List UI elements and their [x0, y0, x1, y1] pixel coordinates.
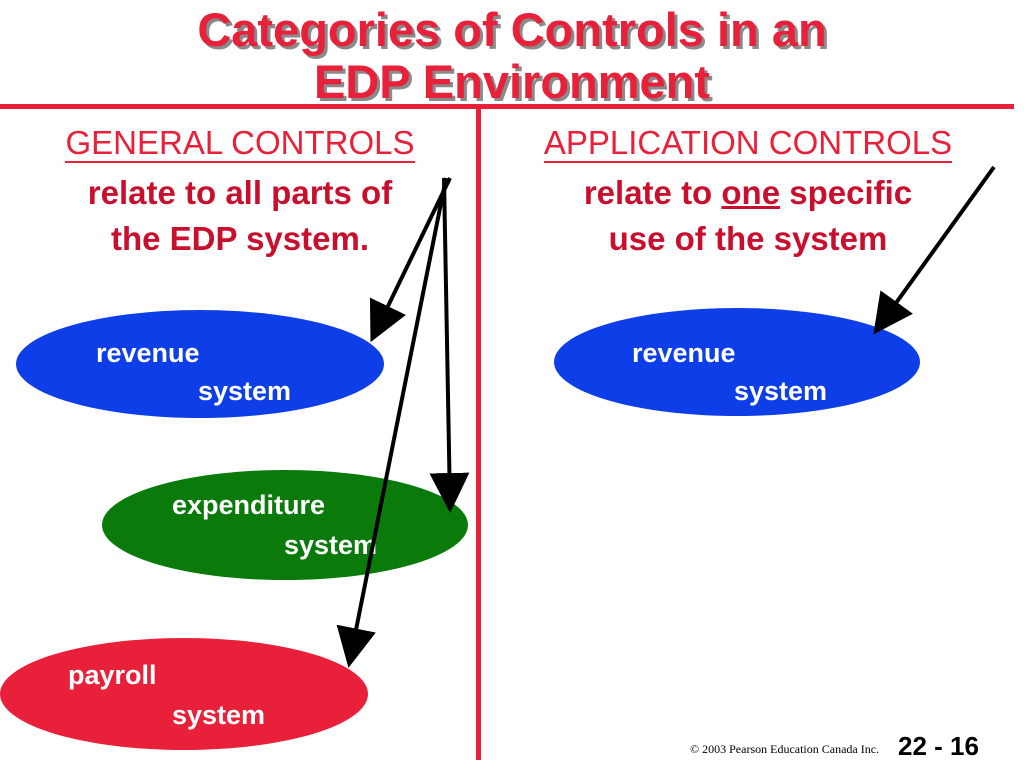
arrow-to-application-revenue	[873, 165, 996, 335]
horizontal-divider	[0, 104, 1014, 109]
arrow-to-general-payroll	[336, 177, 448, 668]
arrow-to-general-revenue	[369, 177, 452, 343]
application-controls-heading: APPLICATION CONTROLS	[543, 124, 953, 163]
title-line-1: Categories of Controls in an	[197, 3, 827, 56]
general-desc-line-1: relate to all parts of	[87, 174, 393, 211]
emphasis-one: one	[721, 174, 781, 211]
application-controls-description: relate to one specific use of the system	[492, 170, 1004, 262]
application-revenue-system-node: revenue system	[554, 308, 920, 416]
copyright-notice: © 2003 Pearson Education Canada Inc.	[690, 742, 880, 756]
application-desc-line-1: relate to one specific	[583, 174, 913, 211]
vertical-divider	[476, 108, 481, 760]
general-controls-description: relate to all parts of the EDP system.	[20, 170, 460, 262]
slide-title: Categories of Controls in an EDP Environ…	[0, 4, 1024, 108]
general-expenditure-system-node: expenditure system	[102, 470, 468, 580]
general-revenue-system-node: revenue system	[16, 310, 384, 418]
application-desc-line-2: use of the system	[608, 220, 888, 257]
title-line-2: EDP Environment	[313, 55, 711, 108]
general-desc-line-2: the EDP system.	[110, 220, 369, 257]
general-controls-heading: GENERAL CONTROLS	[65, 124, 415, 163]
page-number: 22 - 16	[898, 731, 979, 761]
arrow-to-general-expenditure	[429, 177, 470, 513]
general-payroll-system-node: payroll system	[0, 638, 368, 750]
